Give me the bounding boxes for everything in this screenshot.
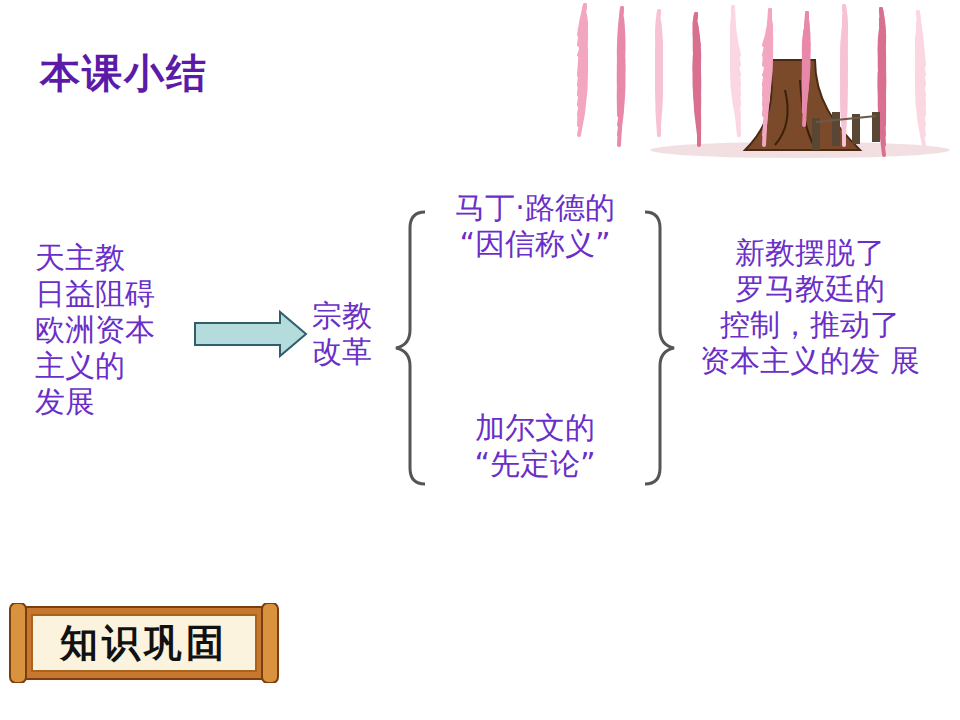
node-text: 新教摆脱了 罗马教廷的 控制，推动了 资本主义的发 展: [700, 235, 920, 379]
doctrine-text: 加尔文的 “先定论”: [425, 410, 645, 482]
node-text: 天主教 日益阻碍 欧洲资本 主义的 发展: [35, 240, 175, 420]
result-text: 新教摆脱了 罗马教廷的 控制，推动了 资本主义的发 展: [700, 235, 920, 379]
block-arrow: [195, 312, 306, 356]
tree-illustration: [579, 5, 950, 158]
slide-title: 本课小结: [40, 46, 208, 101]
topic-text: 宗教 改革: [312, 298, 388, 370]
right-brace: [645, 212, 674, 484]
scroll-banner: 知识巩固: [8, 603, 280, 683]
node-text: 宗教 改革: [312, 298, 388, 370]
node-text: 马丁·路德的 “因信称义”: [425, 190, 645, 262]
doctrine-text: 马丁·路德的 “因信称义”: [425, 190, 645, 262]
cause-text: 天主教 日益阻碍 欧洲资本 主义的 发展: [35, 240, 175, 420]
left-brace: [396, 212, 425, 484]
node-text: 知识巩固: [60, 624, 228, 662]
node-text: 加尔文的 “先定论”: [425, 410, 645, 482]
